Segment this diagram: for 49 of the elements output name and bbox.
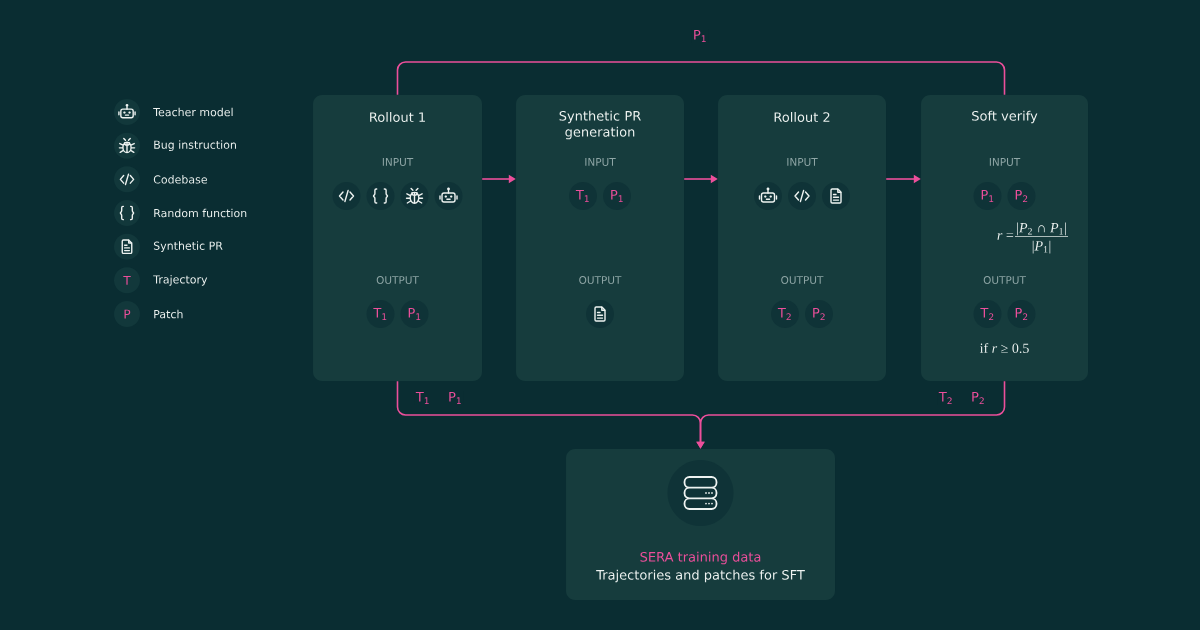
description-text: Trajectories and patches for SFT (596, 569, 805, 583)
connector-line (396, 61, 1006, 96)
database-icon (667, 460, 734, 526)
token-badge: P$_{1}$ (973, 182, 1002, 210)
token-badge: T$_{1}$ (569, 182, 597, 210)
node-label: r = (997, 233, 1014, 240)
section-label: INPUT (989, 158, 1021, 166)
token-badge: P$_{2}$ (805, 300, 833, 328)
legend-label: Codebase (153, 175, 207, 184)
token-badge: P$_{2}$ (1007, 182, 1036, 210)
token-badge: T$_{2}$ (771, 300, 799, 328)
node-label: |P$_{1}$| (1032, 240, 1051, 254)
code-icon (332, 182, 361, 210)
section-label: INPUT (382, 158, 414, 166)
condition-text: if r ≥ 0.5 (979, 342, 1029, 354)
token-badge: T$_{2}$ (973, 300, 1002, 328)
panel-title: Synthetic PR generation (559, 110, 641, 140)
section-label: OUTPUT (781, 276, 824, 284)
panel-title: Soft verify (972, 110, 1038, 124)
legend-label: Teacher model (153, 107, 233, 117)
token-badge: P$_{2}$ (1007, 300, 1036, 328)
section-label: OUTPUT (983, 276, 1026, 284)
legend-label: Synthetic PR (153, 241, 223, 252)
edge-label: T$_{1}$ P$_{1}$ (414, 391, 464, 405)
output-title: SERA training data (640, 551, 761, 565)
panel-title: Rollout 1 (370, 111, 425, 123)
token-badge: P$_{1}$ (603, 182, 631, 210)
robot-icon (754, 182, 782, 210)
panel-title: Rollout 2 (774, 111, 830, 123)
token-badge: P$_{1}$ (400, 300, 429, 328)
token-badge: T$_{1}$ (366, 300, 395, 328)
letter-badge: P (114, 301, 140, 327)
formula: |P$_{2}$ ∩ P$_{1}$| |P$_{1}$| r = (997, 222, 1069, 254)
legend-label: Random function (154, 208, 247, 218)
document-icon (822, 182, 850, 210)
legend-label: Trajectory (153, 275, 208, 286)
section-label: OUTPUT (579, 276, 622, 284)
robot-icon (434, 182, 463, 210)
braces-icon (366, 182, 395, 210)
bug-icon (400, 182, 429, 210)
code-icon (788, 182, 816, 210)
legend-label: Bug instruction (154, 140, 236, 151)
letter-badge: T (114, 267, 140, 294)
section-label: INPUT (787, 158, 818, 166)
section-label: OUTPUT (376, 276, 419, 284)
document-icon (586, 300, 614, 328)
legend-label: Patch (154, 309, 183, 319)
section-label: INPUT (585, 158, 616, 166)
node-label: |P$_{2}$ ∩ P$_{1}$| (1017, 222, 1066, 236)
